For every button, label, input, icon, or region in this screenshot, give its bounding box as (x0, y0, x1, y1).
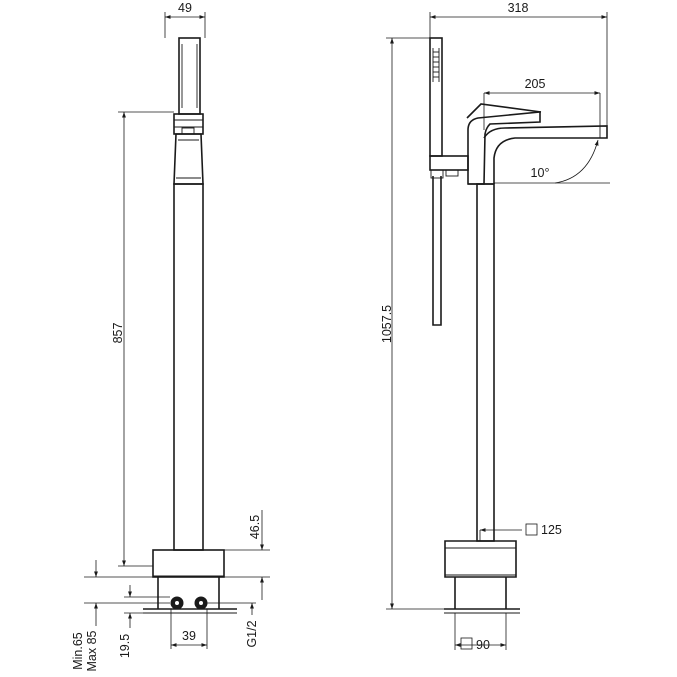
dim-thread: G1/2 (245, 620, 259, 647)
front-view (143, 37, 237, 614)
dim-total-width: 318 (508, 1, 529, 15)
hand-shower-side (429, 37, 443, 157)
dim-flange-square: 90 (476, 638, 490, 652)
dim-angle: 10° (531, 166, 550, 180)
connector (173, 133, 204, 185)
dim-min: Min.65 (71, 632, 85, 670)
side-view (429, 37, 608, 614)
dim-max: Max 85 (85, 630, 99, 671)
front-view-dimensions: 49 857 46.5 Min.65 Max 85 19.5 39 G1 (71, 1, 270, 672)
dim-spacing: 39 (182, 629, 196, 643)
lever (466, 103, 542, 119)
side-view-dimensions: 318 205 10° 1057.5 125 90 (380, 1, 610, 652)
hose (432, 176, 442, 326)
dim-base-square: 125 (541, 523, 562, 537)
base-block (152, 549, 225, 578)
dim-base-height: 46.5 (248, 515, 262, 539)
square-symbol-icon (460, 637, 473, 650)
mounting-flange (157, 577, 220, 609)
square-symbol-icon (525, 523, 538, 536)
column (173, 183, 204, 551)
base-block-side (444, 540, 517, 578)
flange-side (454, 577, 507, 609)
column-side (476, 183, 495, 542)
dim-height-main: 857 (111, 323, 125, 344)
dim-total-height: 1057.5 (380, 305, 394, 343)
shower-holder (173, 113, 204, 135)
holder-bracket (429, 155, 469, 171)
spout (483, 125, 608, 184)
dim-width-top: 49 (178, 1, 192, 15)
dim-spout-reach: 205 (525, 77, 546, 91)
dim-offset: 19.5 (118, 634, 132, 658)
mixer-body (467, 111, 541, 185)
